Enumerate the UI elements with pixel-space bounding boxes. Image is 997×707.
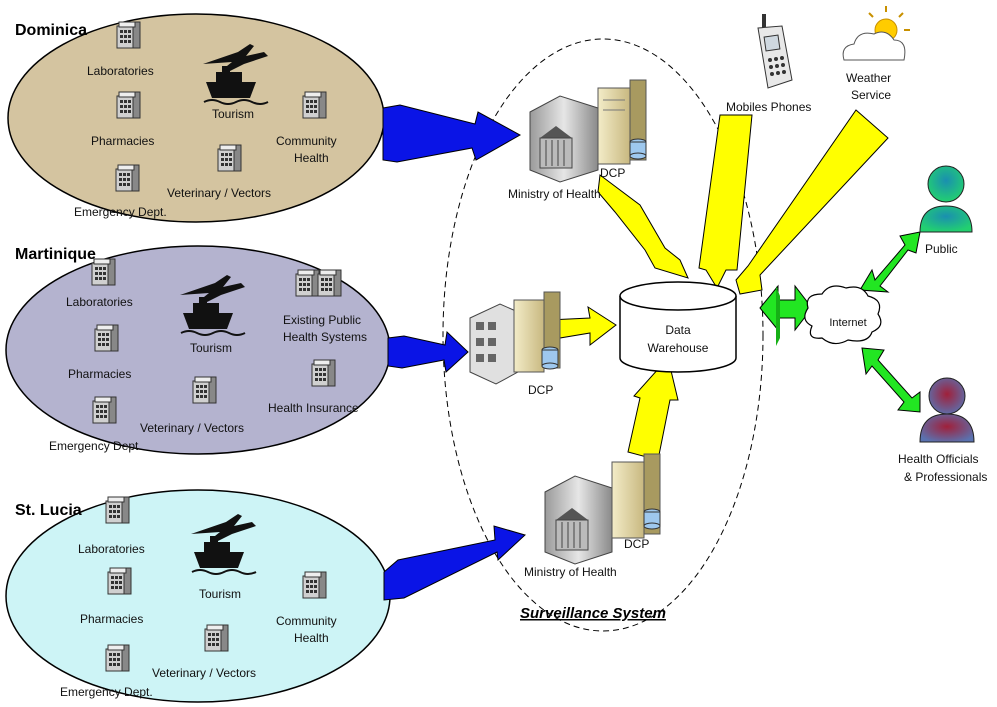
existing-systems-building-icon: [295, 269, 320, 297]
blue-arrow-dominica: [382, 104, 522, 163]
martinique-title: Martinique: [15, 246, 96, 263]
martinique-laboratories: Laboratories: [66, 295, 133, 309]
dominica-title: Dominica: [15, 22, 87, 39]
server-middle-icon: [513, 291, 561, 373]
pharmacy-building-icon: [94, 324, 119, 352]
yellow-arrow-ministry-top: [597, 174, 689, 279]
server-top-icon: [597, 79, 647, 165]
martinique-health-systems: Health Systems: [283, 330, 367, 344]
dominica-laboratories: Laboratories: [87, 64, 154, 78]
dcp-middle-label: DCP: [528, 383, 553, 397]
internet-label: Internet: [829, 317, 866, 329]
warehouse-label-line1: Data: [665, 323, 691, 337]
dominica-veterinary: Veterinary / Vectors: [167, 186, 271, 200]
weather-sun-cloud-icon: [842, 6, 910, 61]
officials-label-line2: & Professionals: [904, 470, 987, 484]
st-lucia-pharmacies: Pharmacies: [80, 612, 143, 626]
green-arrow-officials: [861, 347, 921, 413]
green-arrow-public: [859, 231, 921, 293]
veterinary-building-icon: [192, 376, 217, 404]
ministry-of-health-bottom-icon: [544, 475, 613, 565]
martinique-veterinary: Veterinary / Vectors: [140, 421, 244, 435]
dominica-pharmacies: Pharmacies: [91, 134, 154, 148]
internet-cloud-icon: [804, 285, 882, 345]
st-lucia-veterinary: Veterinary / Vectors: [152, 666, 256, 680]
yellow-arrow-weather: [735, 109, 889, 295]
warehouse-label-line2: Warehouse: [648, 341, 709, 355]
laboratory-building-icon: [91, 258, 116, 286]
martinique-existing: Existing Public: [283, 313, 361, 327]
health-officials-person-icon: [919, 377, 975, 443]
server-bottom-icon: [611, 453, 661, 539]
community-health-building-icon: [302, 91, 327, 119]
pharmacy-building-icon: [116, 91, 141, 119]
weather-label-line2: Service: [851, 88, 891, 102]
ministry-bottom-label: Ministry of Health: [524, 565, 617, 579]
mobiles-label: Mobiles Phones: [726, 100, 811, 114]
st-lucia-community: Community: [276, 614, 337, 628]
blue-arrow-martinique: [387, 330, 469, 373]
public-person-icon: [919, 165, 973, 233]
green-arrow-warehouse-internet: [759, 284, 813, 346]
emergency-building-icon: [92, 396, 117, 424]
emergency-building-icon: [115, 164, 140, 192]
public-label: Public: [925, 242, 958, 256]
yellow-arrow-mobiles: [698, 114, 753, 290]
dominica-emergency: Emergency Dept.: [74, 205, 167, 219]
dominica-tourism: Tourism: [212, 107, 254, 121]
martinique-pharmacies: Pharmacies: [68, 367, 131, 381]
st-lucia-title: St. Lucia: [15, 502, 82, 519]
ministry-top-label: Ministry of Health: [508, 187, 601, 201]
weather-label-line1: Weather: [846, 71, 891, 85]
martinique-health-insurance: Health Insurance: [268, 401, 359, 415]
yellow-arrow-dcp-bottom: [627, 356, 679, 461]
laboratory-building-icon: [116, 21, 141, 49]
st-lucia-emergency: Emergency Dept.: [60, 685, 153, 699]
dcp-bottom-label: DCP: [624, 537, 649, 551]
existing-systems-building-icon: [317, 269, 342, 297]
laboratory-building-icon: [105, 496, 130, 524]
dominica-community: Community: [276, 134, 337, 148]
officials-label-line1: Health Officials: [898, 452, 978, 466]
surveillance-caption: Surveillance System: [520, 605, 666, 622]
community-health-building-icon: [302, 571, 327, 599]
data-warehouse-icon: [619, 281, 737, 373]
blue-arrow-st-lucia: [383, 525, 526, 601]
dcp-top-label: DCP: [600, 166, 625, 180]
surveillance-boundary: [442, 38, 764, 632]
veterinary-building-icon: [217, 144, 242, 172]
health-insurance-building-icon: [311, 359, 336, 387]
st-lucia-laboratories: Laboratories: [78, 542, 145, 556]
dcp-middle-building-icon: [469, 303, 519, 385]
mobile-phone-icon: [757, 14, 793, 89]
martinique-tourism: Tourism: [190, 341, 232, 355]
emergency-building-icon: [105, 644, 130, 672]
dominica-health: Health: [294, 151, 329, 165]
st-lucia-tourism: Tourism: [199, 587, 241, 601]
veterinary-building-icon: [204, 624, 229, 652]
ministry-of-health-top-icon: [529, 95, 599, 183]
st-lucia-health: Health: [294, 631, 329, 645]
pharmacy-building-icon: [107, 567, 132, 595]
martinique-emergency: Emergency Dept.: [49, 439, 142, 453]
